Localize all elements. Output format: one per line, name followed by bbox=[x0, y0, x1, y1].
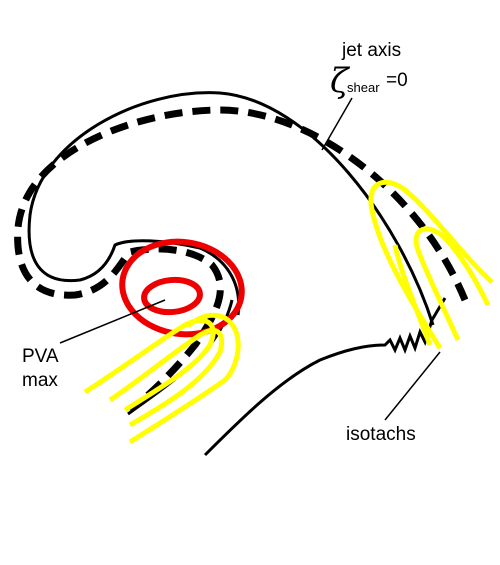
pva-label-line2: max bbox=[22, 370, 58, 391]
isotach-lower-left-3 bbox=[128, 312, 241, 445]
equals-zero-label: =0 bbox=[386, 70, 408, 91]
jet-axis-leader-line bbox=[321, 97, 353, 151]
isotach-upper-right-2 bbox=[413, 226, 491, 342]
pva-contour-inner bbox=[141, 276, 203, 316]
zeta-symbol: ζ bbox=[330, 61, 351, 101]
isotach-lower-left-1 bbox=[83, 318, 216, 413]
pva-leader-line bbox=[59, 299, 166, 344]
isotach-upper-right-1 bbox=[368, 179, 494, 350]
lower-boundary-line bbox=[203, 297, 447, 457]
isotach-lower-left-2 bbox=[108, 328, 225, 428]
shear-subscript: shear bbox=[347, 80, 380, 95]
jet-axis-label: jet axis bbox=[341, 40, 401, 61]
pva-label-line1: PVA bbox=[22, 346, 59, 367]
isotach-upper-right-3 bbox=[392, 244, 433, 346]
isotachs-leader-line bbox=[384, 351, 441, 421]
jet-axis-dashed-line bbox=[14, 106, 469, 413]
isotachs-label: isotachs bbox=[346, 424, 416, 445]
